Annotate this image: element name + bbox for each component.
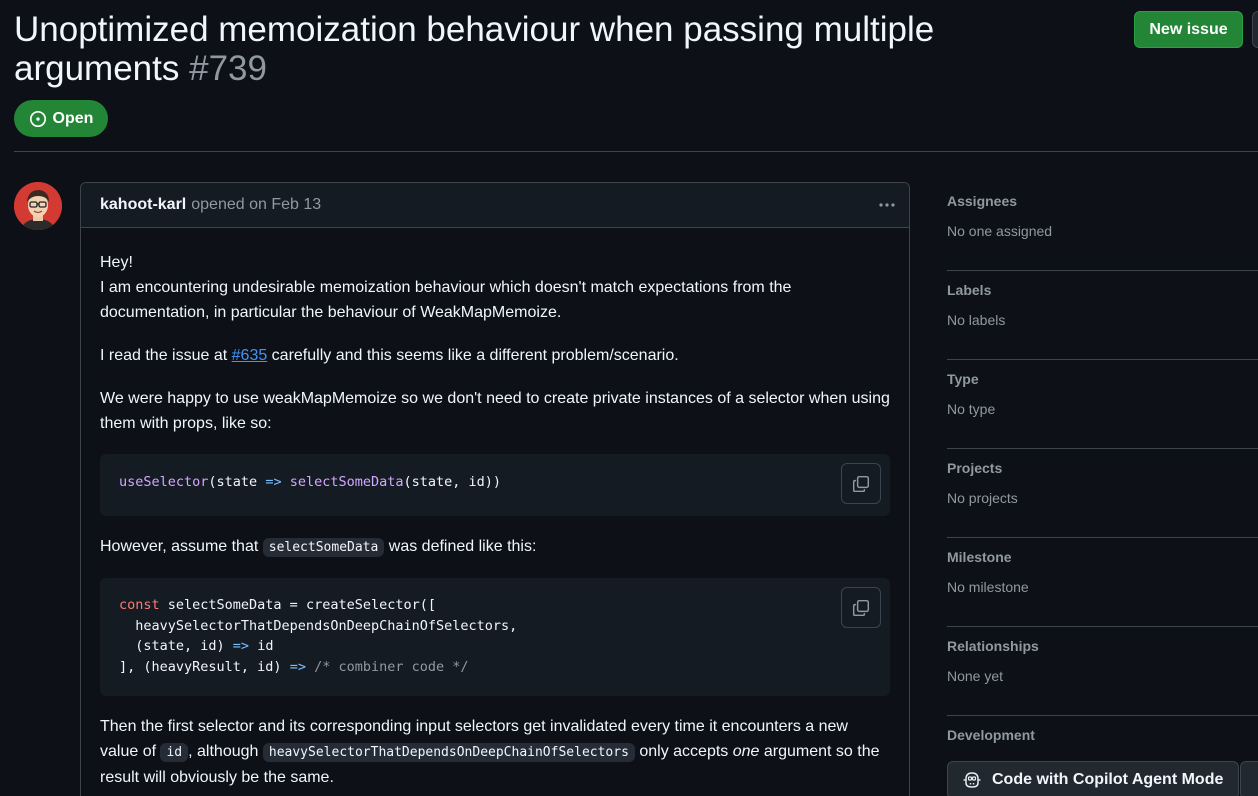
issue-comment: kahoot-karl opened on Feb 13 Hey! I am e… — [80, 182, 910, 796]
code-token: id — [249, 638, 274, 654]
issue-state-label: Open — [52, 109, 94, 127]
sidebar-section-relationships[interactable]: Relationships None yet — [947, 627, 1258, 716]
copilot-icon — [963, 772, 981, 788]
sidebar-section-labels[interactable]: Labels No labels — [947, 271, 1258, 360]
sidebar-value: No projects — [947, 490, 1018, 506]
issue-title-text: Unoptimized memoization behaviour when p… — [14, 10, 935, 88]
copy-code-button[interactable] — [841, 587, 881, 628]
sidebar-section-type[interactable]: Type No type — [947, 360, 1258, 449]
issue-title: Unoptimized memoization behaviour when p… — [14, 10, 1014, 88]
code-token: => — [289, 658, 306, 675]
copy-code-button[interactable] — [841, 463, 881, 504]
new-issue-button[interactable]: New issue — [1134, 11, 1243, 48]
intro-text: I am encountering undesirable memoizatio… — [100, 279, 792, 321]
header-divider — [14, 151, 1258, 152]
greeting-text: Hey! — [100, 254, 133, 271]
paragraph-definition: However, assume that selectSomeData was … — [100, 534, 890, 560]
code-token: ], (heavyResult, id) — [119, 658, 290, 675]
problem-text: argument so the result will obviously be… — [100, 743, 880, 786]
code-token: heavySelectorThatDependsOnDeepChainOfSel… — [119, 617, 518, 634]
paragraph-intro: Hey! I am encountering undesirable memoi… — [100, 250, 890, 325]
inline-code: id — [160, 743, 189, 762]
sidebar-value: No type — [947, 401, 996, 417]
code-block-usage: useSelector(state => selectSomeData(stat… — [100, 454, 890, 516]
code-token: (state, id) — [119, 638, 233, 654]
copilot-dropdown-button[interactable] — [1240, 761, 1258, 796]
inline-code: heavySelectorThatDependsOnDeepChainOfSel… — [262, 743, 635, 762]
sidebar-heading[interactable]: Labels — [947, 282, 992, 298]
sidebar-heading: Development — [947, 727, 1035, 743]
copilot-agent-button[interactable]: Code with Copilot Agent Mode — [947, 761, 1239, 796]
issue-sidebar: Assignees No one assigned Labels No labe… — [947, 182, 1258, 796]
definition-text-before: However, assume that — [100, 538, 263, 555]
sidebar-heading[interactable]: Relationships — [947, 638, 1039, 654]
problem-text: Then the first selector and its correspo… — [100, 718, 848, 760]
problem-text: , although — [188, 743, 263, 760]
comment-header: kahoot-karl opened on Feb 13 — [81, 183, 909, 228]
author-avatar[interactable] — [14, 182, 62, 230]
problem-text: only accepts — [634, 743, 733, 760]
sidebar-section-assignees[interactable]: Assignees No one assigned — [947, 182, 1258, 271]
emphasis-text: one — [732, 743, 760, 760]
code-token — [306, 659, 314, 675]
code-token — [282, 474, 290, 490]
issue-open-icon — [29, 110, 46, 127]
code-block-definition: const selectSomeData = createSelector([ … — [100, 578, 890, 696]
copy-icon — [852, 475, 870, 492]
issue-link[interactable]: #635 — [231, 347, 268, 364]
copilot-button-label: Code with Copilot Agent Mode — [992, 771, 1224, 788]
sidebar-value: No milestone — [947, 579, 1029, 595]
paragraph-usage: We were happy to use weakMapMemoize so w… — [100, 390, 890, 432]
inline-code: selectSomeData — [262, 538, 385, 557]
sidebar-value: No one assigned — [947, 223, 1053, 239]
comment-body: Hey! I am encountering undesirable memoi… — [81, 228, 909, 790]
code-token: => — [265, 474, 282, 490]
code-token: (state — [208, 474, 266, 490]
sidebar-value: None yet — [947, 668, 1004, 684]
issue-state-badge: Open — [14, 100, 108, 137]
copy-icon — [852, 599, 870, 616]
code-token: selectSomeData = createSelector([ — [159, 597, 436, 613]
comment-author[interactable]: kahoot-karl — [100, 196, 187, 213]
sidebar-value: No labels — [947, 312, 1006, 328]
reference-text-after: carefully and this seems like a differen… — [267, 347, 679, 364]
sidebar-section-development: Development — [947, 716, 1258, 796]
sidebar-heading[interactable]: Assignees — [947, 193, 1018, 209]
reference-text-before: I read the issue at — [100, 347, 232, 364]
sidebar-section-milestone[interactable]: Milestone No milestone — [947, 538, 1258, 627]
comment-meta[interactable]: opened on Feb 13 — [191, 196, 322, 213]
code-token: useSelector — [119, 474, 209, 490]
sidebar-heading[interactable]: Type — [947, 371, 979, 387]
issue-number: #739 — [189, 49, 267, 88]
sidebar-heading[interactable]: Projects — [947, 460, 1003, 476]
definition-text-after: was defined like this: — [384, 538, 537, 555]
paragraph-problem: Then the first selector and its correspo… — [100, 714, 890, 790]
header-overflow-button[interactable] — [1252, 11, 1258, 48]
code-token: const — [119, 597, 160, 613]
code-token: /* combiner code */ — [314, 658, 469, 675]
code-token: selectSomeData — [289, 474, 404, 490]
sidebar-heading[interactable]: Milestone — [947, 549, 1012, 565]
code-token: => — [232, 638, 250, 654]
sidebar-section-projects[interactable]: Projects No projects — [947, 449, 1258, 538]
code-token: (state, id)) — [403, 474, 502, 490]
paragraph-reference: I read the issue at #635 carefully and t… — [100, 343, 890, 368]
more-options-icon[interactable] — [875, 193, 899, 217]
